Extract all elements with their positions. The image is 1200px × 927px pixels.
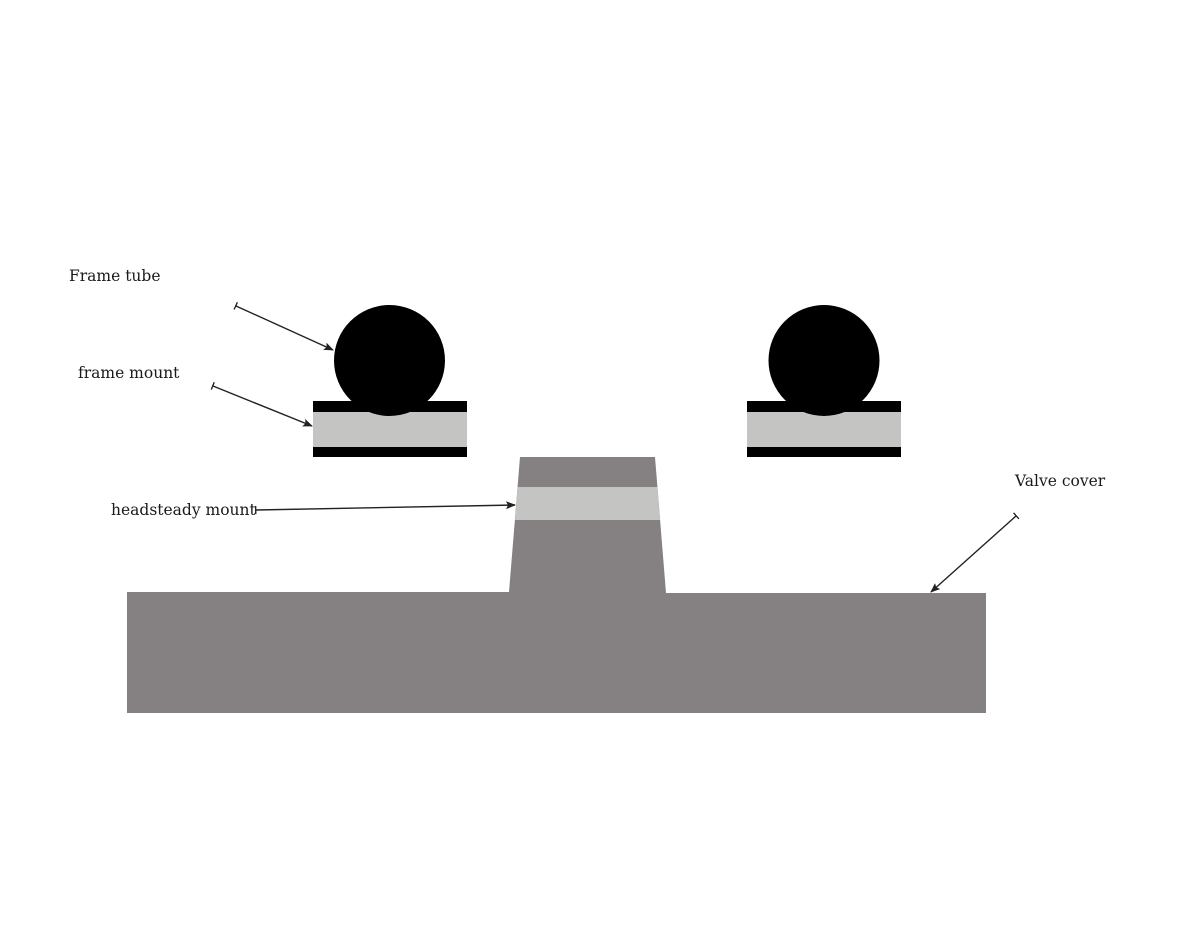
frame-tube-right bbox=[768, 305, 880, 416]
frame-mount-label: frame mount bbox=[78, 364, 180, 382]
frame-mount-right bbox=[747, 401, 901, 457]
valve-cover bbox=[127, 457, 986, 713]
headsteady-mount-band bbox=[515, 487, 660, 520]
frame-mount-arrow bbox=[210, 381, 313, 427]
valve-cover-arrow bbox=[930, 512, 1020, 593]
headsteady-mount-arrow bbox=[254, 501, 516, 515]
frame-tube-label: Frame tube bbox=[69, 267, 161, 285]
valve-cover-label: Valve cover bbox=[1014, 472, 1106, 490]
frame-tube-arrow bbox=[233, 301, 334, 351]
headsteady-mount-label: headsteady mount bbox=[111, 501, 257, 519]
frame-tube-left bbox=[334, 305, 445, 416]
